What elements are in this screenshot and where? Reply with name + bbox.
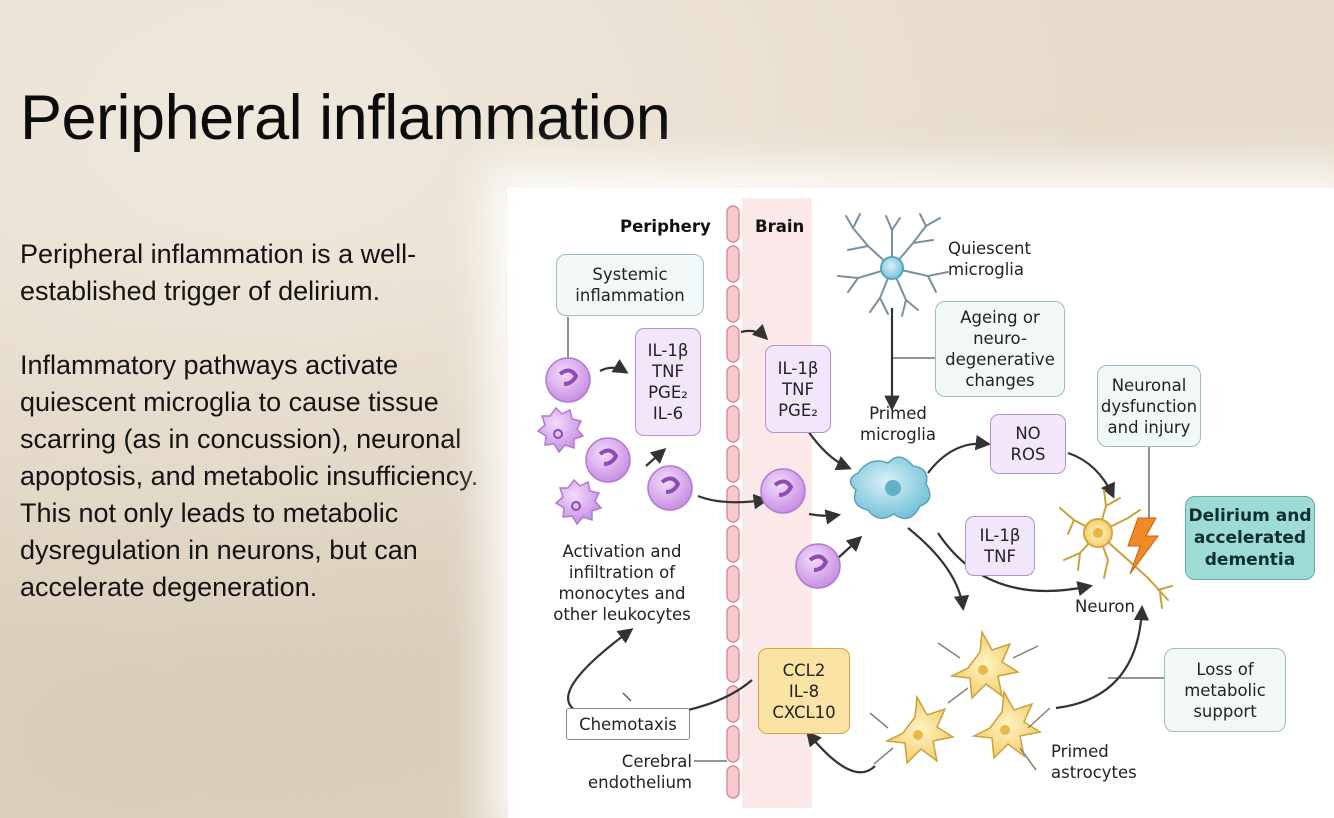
neuronal-dysfunction-box: Neuronal dysfunction and injury [1097,365,1201,447]
pathway-arrows [567,308,1150,774]
systemic-inflammation-box: Systemic inflammation [556,254,704,316]
endothelium-column [726,205,740,799]
slide-title: Peripheral inflammation [20,83,671,153]
primed-microglia-label: Primed microglia [860,404,936,444]
paragraph-trigger: Peripheral inflammation is a well-establ… [20,239,417,306]
loss-support-box: Loss of metabolic support [1164,648,1286,732]
chemokines-box: CCL2 IL-8 CXCL10 [758,648,850,734]
no-ros-box: NO ROS [990,414,1066,474]
activation-infiltration-label: Activation and infiltration of monocytes… [553,542,691,624]
ageing-changes-box: Ageing or neuro- degenerative changes [935,301,1065,397]
header-brain: Brain [755,217,805,236]
neuron-label: Neuron [1075,597,1135,616]
quiescent-microglia-cell [837,213,949,317]
paragraph-pathways: Inflammatory pathways activate quiescent… [20,350,479,602]
delirium-outcome-box: Delirium and accelerated dementia [1185,496,1315,580]
lightning-bolt-icon [1127,517,1159,575]
diagram-graphics [536,198,1173,808]
quiescent-microglia-label: Quiescent microglia [948,239,1031,279]
slide-body: Peripheral inflammation is a well-establ… [20,236,490,606]
brain-cytokines-box: IL-1β TNF PGE₂ [765,345,831,433]
header-periphery: Periphery [620,217,711,236]
primed-astrocytes-label: Primed astrocytes [1051,742,1137,782]
astrocyte-processes [869,642,1051,771]
chemotaxis-box: Chemotaxis [566,708,690,740]
inflammation-diagram: Periphery Brain Systemic inflammation IL… [508,188,1334,818]
granulocyte-cells [536,406,603,526]
monocyte-cells [545,357,841,589]
neuron-cell [1059,489,1173,609]
cerebral-endothelium-label: Cerebral endothelium [588,752,692,792]
periphery-cytokines-box: IL-1β TNF PGE₂ IL-6 [635,328,701,436]
microglia-cytokines-box: IL-1β TNF [965,516,1035,576]
primed-astrocyte-cells [884,629,1042,765]
microglia-nucleus [885,480,901,496]
